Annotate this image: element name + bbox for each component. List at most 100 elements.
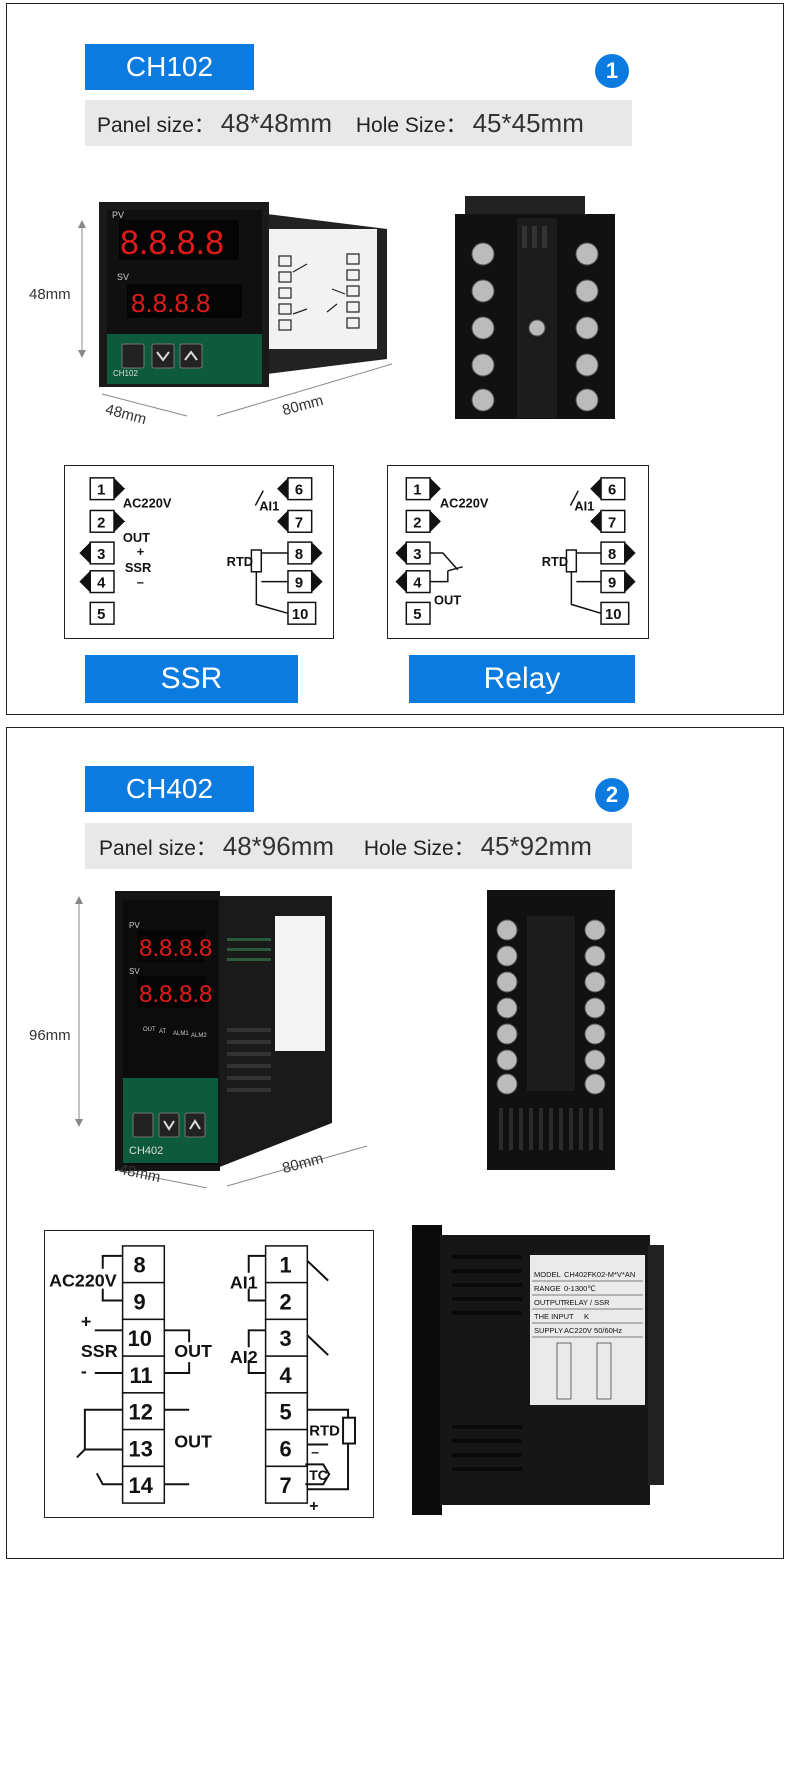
sticker-input-key: THE INPUT [534, 1312, 574, 1321]
label-plus: + [81, 1311, 91, 1331]
wiring-diagram-ssr: 1 2 3 4 5 AC220V OUT + SSR – 6 7 [64, 465, 334, 639]
device-rear-photo-ch402 [487, 890, 615, 1170]
led-out: OUT [143, 1027, 156, 1033]
sticker-input-value: K [584, 1312, 589, 1321]
terminal-14: 14 [129, 1473, 154, 1498]
wiring-diagram-ch402: 8 9 10 11 12 13 14 1 2 3 4 5 6 7 [44, 1230, 374, 1518]
label-tc: TC [309, 1467, 328, 1483]
terminal-12: 12 [129, 1400, 153, 1425]
hole-size-value: 45*92mm [480, 831, 592, 861]
terminal-9: 9 [295, 576, 303, 592]
section-number-badge: 1 [595, 54, 629, 88]
product-section-ch402: CH402 2 Panel size： 48*96mm Hole Size： 4… [6, 727, 784, 1559]
terminal-4: 4 [280, 1363, 293, 1388]
sv-digits: 8.8.8.8 [131, 288, 211, 318]
model-tag: CH402 [85, 766, 254, 812]
sticker-output-value: RELAY / SSR [564, 1298, 610, 1307]
led-at: AT [159, 1029, 167, 1035]
sticker-range-key: RANGE [534, 1284, 561, 1293]
device-photo-ch102: PV 8.8.8.8 SV 8.8.8.8 CH102 [78, 202, 393, 417]
terminal-7: 7 [280, 1473, 292, 1498]
device-side-photo-ch402: MODEL CH402FK02-M*V*AN RANGE 0-1300℃ OUT… [412, 1225, 664, 1515]
label-ai2: AI2 [230, 1347, 258, 1367]
led-alm1: ALM1 [173, 1031, 189, 1037]
height-dim-label: 96mm [29, 1027, 71, 1044]
colon-sep: ： [195, 837, 217, 860]
wiring-diagram-relay: 1 2 3 4 5 AC220V OUT 6 7 8 [387, 465, 649, 639]
terminal-2: 2 [413, 515, 421, 531]
terminal-8: 8 [608, 547, 616, 563]
terminal-6: 6 [280, 1436, 292, 1461]
terminal-8: 8 [295, 547, 303, 563]
panel-size-label: Panel size [99, 837, 196, 860]
terminal-13: 13 [129, 1436, 153, 1461]
terminal-7: 7 [608, 515, 616, 531]
ssr-label-button: SSR [85, 655, 298, 703]
colon-sep: ： [445, 114, 467, 137]
terminal-3: 3 [280, 1326, 292, 1351]
device-photo-ch402: PV 8.8.8.8 SV 8.8.8.8 OUT AT ALM1 ALM2 C… [75, 891, 368, 1188]
sv-label: SV [129, 967, 140, 976]
label-ssr: SSR [81, 1341, 118, 1361]
product-section-ch102: CH102 1 Panel size： 48*48mm Hole Size： 4… [6, 3, 784, 715]
terminal-10: 10 [292, 607, 308, 623]
label-ai1: AI1 [259, 498, 279, 513]
led-alm2: ALM2 [191, 1033, 207, 1039]
sticker-model-key: MODEL [534, 1270, 561, 1279]
terminal-5: 5 [97, 607, 105, 623]
device-model-text: CH102 [113, 369, 138, 378]
terminal-10: 10 [128, 1326, 152, 1351]
model-tag: CH102 [85, 44, 254, 90]
label-tc-minus: – [311, 1443, 319, 1459]
device-rear-photo-ch102 [455, 196, 615, 419]
terminal-11: 11 [130, 1363, 153, 1388]
terminal-1: 1 [280, 1253, 292, 1278]
terminal-2: 2 [280, 1289, 292, 1314]
label-ai1: AI1 [574, 498, 594, 513]
terminal-7: 7 [295, 515, 303, 531]
panel-size-value: 48*48mm [220, 108, 333, 138]
terminal-1: 1 [97, 483, 105, 499]
pv-digits: 8.8.8.8 [120, 224, 224, 262]
sticker-model-value: CH402FK02-M*V*AN [564, 1270, 635, 1279]
terminal-4: 4 [413, 576, 422, 592]
terminal-5: 5 [280, 1400, 292, 1425]
label-rtd: RTD [227, 554, 253, 569]
terminal-9: 9 [608, 576, 616, 592]
terminal-5: 5 [413, 607, 421, 623]
panel-size-value: 48*96mm [222, 831, 335, 861]
label-minus: - [81, 1361, 87, 1381]
relay-label-button: Relay [409, 655, 635, 703]
terminal-3: 3 [413, 547, 421, 563]
terminal-1: 1 [413, 483, 421, 499]
terminal-2: 2 [97, 515, 105, 531]
panel-size-label: Panel size [97, 114, 194, 137]
label-plus: + [137, 544, 145, 559]
terminal-3: 3 [97, 547, 105, 563]
sv-digits: 8.8.8.8 [139, 981, 212, 1008]
sticker-output-key: OUTPUT [534, 1298, 565, 1307]
label-ac220v: AC220V [49, 1271, 117, 1291]
label-rtd: RTD [542, 554, 568, 569]
label-out-2: OUT [174, 1431, 212, 1451]
terminal-6: 6 [295, 483, 303, 499]
sticker-supply-key: SUPPLY [534, 1326, 563, 1335]
label-out: OUT [123, 530, 150, 545]
label-ac220v: AC220V [440, 496, 489, 511]
size-bar: Panel size： 48*96mm Hole Size： 45*92mm [85, 823, 632, 869]
label-ac220v: AC220V [123, 496, 172, 511]
sticker-supply-value: AC220V 50/60Hz [564, 1326, 622, 1335]
hole-size-label: Hole Size [363, 837, 454, 860]
pv-label: PV [112, 210, 124, 220]
colon-sep: ： [193, 114, 215, 137]
terminal-8: 8 [134, 1253, 146, 1278]
sv-label: SV [117, 272, 129, 282]
sticker-range-value: 0-1300℃ [564, 1284, 596, 1293]
terminal-6: 6 [608, 483, 616, 499]
label-ai1: AI1 [230, 1273, 258, 1293]
section-number-badge: 2 [595, 778, 629, 812]
label-rtd: RTD [309, 1424, 340, 1440]
label-out: OUT [434, 592, 461, 607]
height-dim-label: 48mm [29, 286, 71, 303]
size-bar: Panel size： 48*48mm Hole Size： 45*45mm [85, 100, 632, 146]
